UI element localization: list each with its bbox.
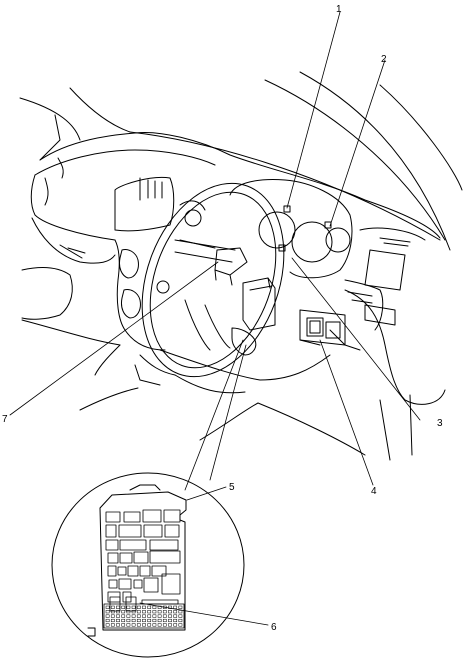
connector-pin: [105, 618, 110, 623]
connector-pin: [147, 618, 152, 623]
connector-pin: [162, 618, 167, 623]
connector-pin: [131, 614, 136, 618]
connector-pin: [178, 618, 183, 623]
connector-pin: [147, 614, 152, 618]
connector-pin: [136, 614, 141, 618]
connector-pin: [110, 618, 115, 623]
connector-pin: [121, 614, 126, 618]
connector-pin: [168, 614, 172, 618]
connector-pin: [131, 605, 136, 609]
connector-pin: [152, 618, 157, 623]
callout-3: 3: [437, 418, 443, 429]
connector-pin: [173, 623, 178, 627]
gauge-cluster: [229, 179, 353, 279]
connector-pin: [105, 623, 110, 627]
connector-pin: [142, 605, 146, 609]
callout-7: 7: [2, 414, 8, 425]
connector-pin: [178, 623, 183, 627]
connector-pin: [162, 623, 167, 627]
connector-pin: [173, 614, 178, 618]
connector-pin: [162, 614, 167, 618]
connector-pin: [157, 614, 162, 618]
floor-outline: [21, 319, 366, 456]
callout-6: 6: [271, 622, 277, 633]
connector-pin: [121, 618, 126, 623]
connector-pin: [116, 614, 120, 618]
connector-pin: [157, 610, 162, 614]
left-door-panel: [21, 114, 73, 320]
pin-grid-frame: [103, 603, 185, 629]
connector-pin: [110, 605, 115, 609]
connector-pin: [142, 610, 146, 614]
connector-pin: [152, 623, 157, 627]
connector-pin: [126, 618, 131, 623]
connector-pin: [152, 614, 157, 618]
connector-pin: [126, 605, 131, 609]
control-unit-box: [242, 277, 276, 331]
connector-pin: [142, 618, 146, 623]
connector-pin: [178, 605, 183, 609]
connector-pin-grid: [103, 603, 185, 629]
callout-5: 5: [229, 482, 235, 493]
connector-pin: [168, 618, 172, 623]
fuse-box-inset: [51, 472, 245, 658]
connector-pin: [168, 605, 172, 609]
steering-column: [179, 239, 248, 286]
connector-pin: [142, 623, 146, 627]
connector-pin: [152, 610, 157, 614]
connector-pin: [126, 614, 131, 618]
connector-pin: [110, 623, 115, 627]
connector-pin: [178, 610, 183, 614]
connector-pin: [105, 605, 110, 609]
lower-dash: [159, 289, 446, 461]
connector-pin: [136, 618, 141, 623]
connector-pin: [173, 610, 178, 614]
callout-1: 1: [336, 4, 342, 15]
connector-pin: [105, 610, 110, 614]
connector-pin: [147, 610, 152, 614]
dashboard-top: [30, 131, 441, 264]
connector-pin: [126, 610, 131, 614]
connector-pin: [152, 605, 157, 609]
steering-wheel: [141, 182, 285, 378]
connector-pin: [168, 610, 172, 614]
connector-pin: [126, 623, 131, 627]
connector-pin: [116, 610, 120, 614]
connector-pin: [121, 605, 126, 609]
connector-pin: [136, 610, 141, 614]
connector-pin: [147, 605, 152, 609]
connector-pin: [105, 614, 110, 618]
connector-pin: [121, 623, 126, 627]
connector-pin: [136, 623, 141, 627]
callout-4: 4: [371, 486, 377, 497]
connector-pin: [178, 614, 183, 618]
connector-pin: [110, 614, 115, 618]
right-dash: [299, 227, 426, 346]
windshield-outline: [19, 71, 463, 251]
connector-pin: [157, 623, 162, 627]
connector-pin: [116, 618, 120, 623]
connector-pin: [173, 605, 178, 609]
connector-pin: [131, 610, 136, 614]
connector-pin: [147, 623, 152, 627]
connector-pin: [136, 605, 141, 609]
connector-pin: [121, 610, 126, 614]
callout-2: 2: [381, 54, 387, 65]
connector-pin: [116, 623, 120, 627]
connector-pin: [162, 610, 167, 614]
connector-pin: [116, 605, 120, 609]
connector-pin: [131, 618, 136, 623]
center-console: [114, 176, 176, 386]
connector-pin: [142, 614, 146, 618]
connector-pin: [131, 623, 136, 627]
leader-lines: [9, 11, 421, 626]
connector-pin: [173, 618, 178, 623]
connector-pin: [110, 610, 115, 614]
connector-pin: [157, 618, 162, 623]
connector-pin: [168, 623, 172, 627]
